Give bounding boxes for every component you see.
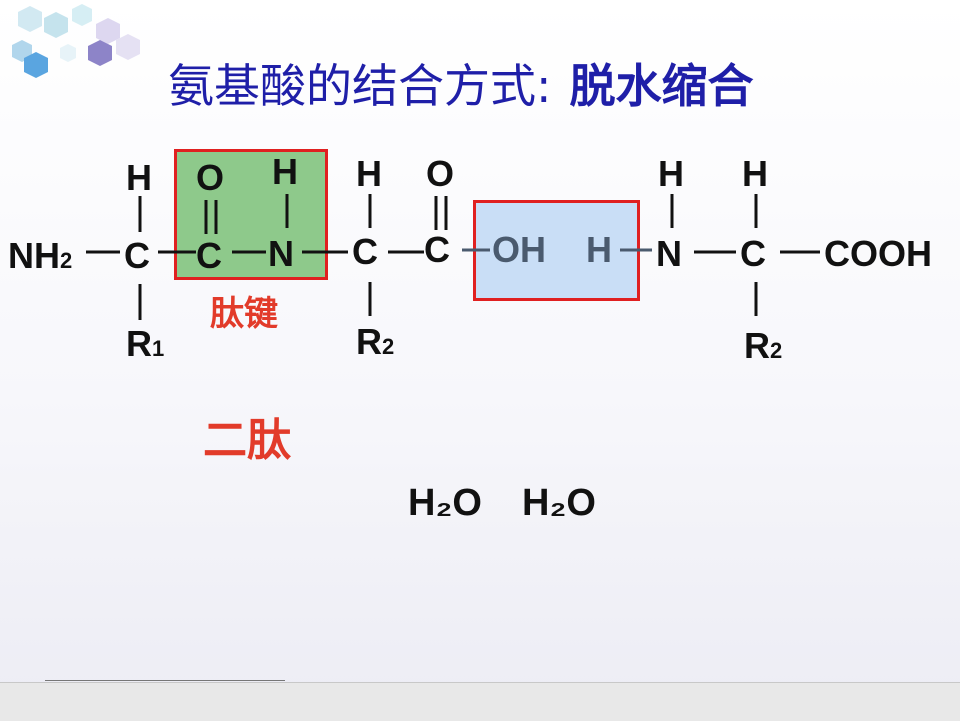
water-molecule-2: H₂O xyxy=(522,482,596,524)
svg-text:C: C xyxy=(424,229,450,270)
svg-text:N: N xyxy=(268,233,294,274)
svg-text:H: H xyxy=(658,153,684,194)
svg-text:H: H xyxy=(742,153,768,194)
svg-text:H: H xyxy=(586,229,612,270)
svg-text:OH: OH xyxy=(492,229,546,270)
svg-text:O: O xyxy=(196,157,224,198)
svg-text:N: N xyxy=(656,233,682,274)
svg-text:C: C xyxy=(740,233,766,274)
svg-text:H: H xyxy=(272,151,298,192)
title-prefix: 氨基酸的结合方式: xyxy=(168,59,552,113)
footer-divider xyxy=(45,680,285,681)
footer-bar xyxy=(0,682,960,721)
water-molecule-1: H₂O xyxy=(408,482,482,524)
svg-text:R1: R1 xyxy=(126,323,164,364)
svg-text:R2: R2 xyxy=(356,321,394,362)
slide-title: 氨基酸的结合方式: 脱水缩合 xyxy=(168,48,754,118)
peptide-bond-label: 肽键 xyxy=(210,294,278,334)
svg-text:C: C xyxy=(352,231,378,272)
bond-lines xyxy=(86,194,820,320)
svg-text:COOH: COOH xyxy=(824,233,932,274)
hexagon-cluster-icon xyxy=(12,4,140,78)
atom-labels: NH2 C H R1 C O N H C H R2 C O OH H N H C… xyxy=(8,151,932,366)
svg-text:O: O xyxy=(426,153,454,194)
title-method: 脱水缩合 xyxy=(569,59,754,113)
svg-text:H: H xyxy=(126,157,152,198)
peptide-bond-highlight xyxy=(174,149,328,280)
svg-text:C: C xyxy=(196,235,222,276)
svg-text:H: H xyxy=(356,153,382,194)
dipeptide-label: 二肽 xyxy=(203,415,291,466)
svg-text:NH2: NH2 xyxy=(8,235,72,276)
svg-text:C: C xyxy=(124,235,150,276)
svg-text:R2: R2 xyxy=(744,325,782,366)
